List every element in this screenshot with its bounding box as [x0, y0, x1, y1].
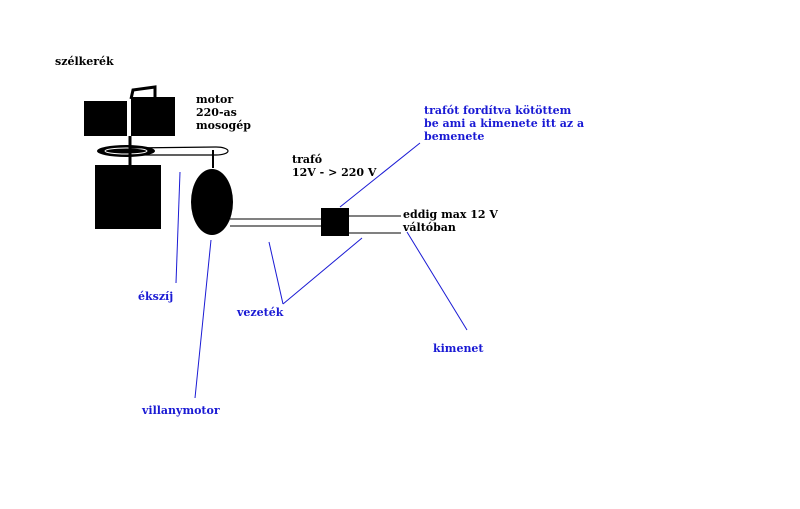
pointer-note: [339, 142, 421, 208]
label-output: kimenet: [433, 342, 484, 355]
pulley-disk-inner: [104, 147, 148, 155]
label-motor: motor 220-as mosogép: [196, 93, 251, 132]
windwheel-blade-left: [84, 101, 127, 136]
label-note-line1: trafót fordítva kötöttem: [424, 104, 572, 117]
label-electric-motor: villanymotor: [142, 404, 220, 417]
label-note-line2: be ami a kimenete itt az a: [424, 117, 585, 130]
drive-belt: [129, 146, 229, 156]
label-motor-line3: mosogép: [196, 119, 251, 132]
pointer-output: [406, 231, 468, 331]
pointer-wire-right: [282, 237, 363, 305]
windwheel-hub-frame: [129, 85, 157, 100]
washing-machine-motor: [95, 165, 161, 229]
label-wire: vezeték: [237, 306, 284, 319]
label-trafo: trafó 12V - > 220 V: [292, 153, 376, 179]
transformer: [321, 208, 349, 236]
label-eddig-line2: váltóban: [403, 221, 456, 234]
label-trafo-line1: trafó: [292, 153, 323, 166]
electric-motor: [191, 169, 233, 235]
pointer-wire-left: [268, 241, 284, 305]
label-eddig-line1: eddig max 12 V: [403, 208, 498, 221]
pointer-belt: [175, 171, 181, 284]
label-trafo-line2: 12V - > 220 V: [292, 166, 377, 179]
label-note-line3: bemenete: [424, 130, 485, 143]
label-motor-line1: motor: [196, 93, 234, 106]
windwheel-blade-right: [131, 97, 175, 136]
label-note: trafót fordítva kötöttem be ami a kimene…: [424, 104, 584, 143]
label-eddig: eddig max 12 V váltóban: [403, 208, 498, 234]
label-motor-line2: 220-as: [196, 106, 237, 119]
label-windwheel: szélkerék: [55, 55, 114, 68]
label-belt: ékszíj: [138, 290, 174, 303]
pointer-electric-motor: [194, 239, 212, 399]
